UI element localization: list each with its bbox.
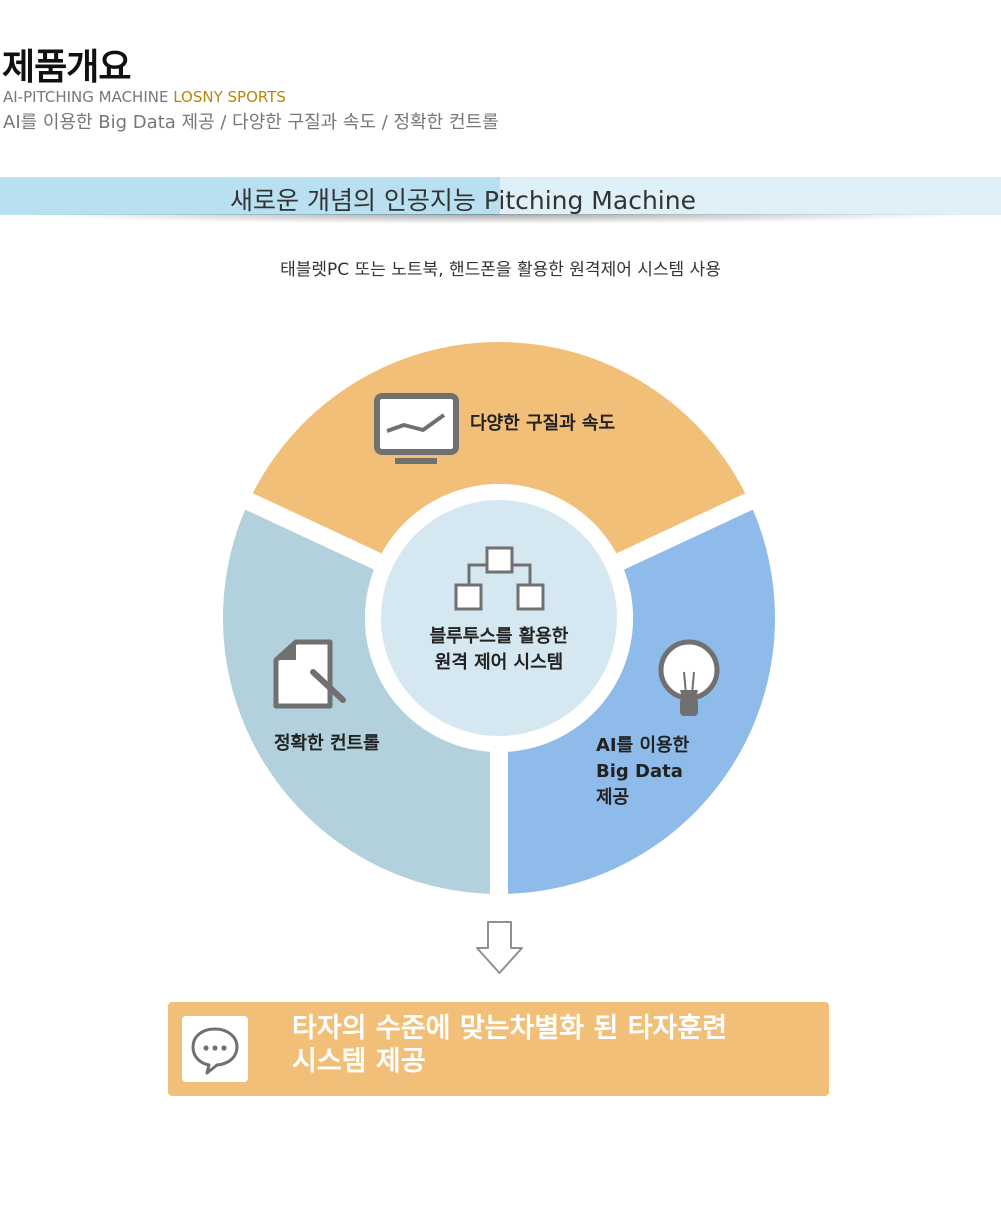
page-title: 제품개요 (2, 47, 131, 88)
segment-label-ai-line1: AI를 이용한 (596, 735, 690, 756)
center-label-line2: 원격 제어 시스템 (434, 652, 564, 673)
segment-accurate-control (223, 509, 491, 894)
chat-bubble-icon (182, 1016, 248, 1082)
summary-line1: 타자의 수준에 맞는차별화 된 타자훈련 (292, 1013, 728, 1044)
tagline: AI를 이용한 Big Data 제공 / 다양한 구질과 속도 / 정확한 컨… (3, 112, 499, 133)
banner-shadow (20, 214, 980, 224)
segment-label-ai-line3: 제공 (596, 787, 630, 808)
center-circle (381, 500, 617, 736)
banner-light-band (500, 177, 1001, 215)
segment-ai-bigdata (507, 509, 775, 894)
network-icon (454, 546, 545, 611)
banner-dark-band (0, 177, 500, 215)
segment-label-pitch-variety: 다양한 구질과 속도 (470, 413, 616, 434)
segment-pitch-variety (252, 342, 746, 554)
banner-text: 새로운 개념의 인공지능 Pitching Machine (230, 186, 696, 215)
monitor-chart-icon (374, 393, 459, 464)
center-label: 블루투스를 활용한 원격 제어 시스템 (400, 624, 598, 676)
document-pen-icon (273, 639, 346, 709)
summary-line2: 시스템 제공 (292, 1046, 426, 1077)
down-arrow-icon (476, 921, 523, 974)
segment-label-ai-bigdata: AI를 이용한 Big Data 제공 (596, 733, 689, 811)
lightbulb-icon (658, 639, 720, 716)
summary-box (168, 1002, 829, 1096)
summary-text: 타자의 수준에 맞는차별화 된 타자훈련 시스템 제공 (292, 1012, 727, 1078)
segment-label-ai-line2: Big Data (596, 761, 683, 782)
brand-name: LOSNY SPORTS (173, 88, 286, 106)
center-label-line1: 블루투스를 활용한 (429, 626, 569, 647)
subtitle-prefix: AI-PITCHING MACHINE (3, 88, 174, 106)
concept-banner: 새로운 개념의 인공지능 Pitching Machine (0, 177, 1001, 215)
diagram-caption: 태블렛PC 또는 노트북, 핸드폰을 활용한 원격제어 시스템 사용 (280, 260, 721, 280)
product-subtitle: AI-PITCHING MACHINE LOSNY SPORTS (3, 88, 286, 106)
segment-label-accurate-control: 정확한 컨트롤 (274, 733, 380, 754)
feature-diagram (223, 342, 775, 974)
